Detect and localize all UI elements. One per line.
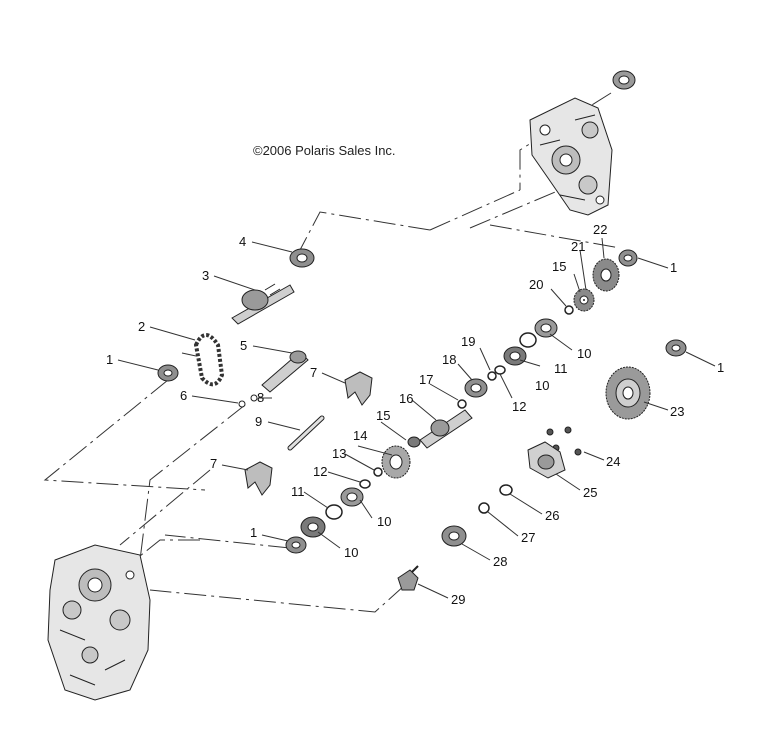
callout-22: 22 — [593, 222, 607, 237]
part-4-bearing — [289, 248, 315, 268]
callout-28: 28 — [493, 554, 507, 569]
callout-15: 15 — [376, 408, 390, 423]
callout-29: 29 — [451, 592, 465, 607]
part-12-ring-b — [359, 479, 371, 489]
callout-5: 5 — [240, 338, 247, 353]
part-1-bearing-right-upper — [618, 249, 638, 267]
part-26-ring — [499, 484, 513, 496]
callout-12: 12 — [313, 464, 327, 479]
part-8-ring — [250, 394, 258, 402]
part-25-bracket-plate — [527, 441, 566, 479]
part-3-input-shaft — [231, 283, 295, 325]
callout-10: 10 — [577, 346, 591, 361]
part-10-bearing-b — [503, 346, 527, 366]
callout-7: 7 — [310, 365, 317, 380]
callout-18: 18 — [442, 352, 456, 367]
callout-4: 4 — [239, 234, 246, 249]
top-bearing — [612, 70, 636, 90]
part-2-drive-chain — [193, 333, 225, 387]
callout-19: 19 — [461, 334, 475, 349]
part-28-bearing — [441, 525, 467, 547]
lower-gearcase-housing — [47, 544, 151, 701]
part-29-speed-sensor — [397, 565, 419, 591]
callout-leader-lines — [117, 237, 716, 599]
callout-1: 1 — [717, 360, 724, 375]
callout-8: 8 — [257, 390, 264, 405]
part-21-gear — [583, 299, 585, 301]
part-7-shift-fork-upper — [344, 371, 373, 406]
callout-13: 13 — [332, 446, 346, 461]
callout-11: 11 — [291, 484, 305, 499]
part-20-ring — [564, 305, 574, 315]
part-7-shift-fork-lower — [244, 461, 273, 496]
callout-10: 10 — [535, 378, 549, 393]
callout-1: 1 — [106, 352, 113, 367]
part-23-ring-gear — [605, 366, 651, 420]
callout-9: 9 — [255, 414, 262, 429]
callout-6: 6 — [180, 388, 187, 403]
callout-15: 15 — [552, 259, 566, 274]
part-11-snap-ring-b — [325, 504, 343, 520]
part-18-bearing — [464, 378, 488, 398]
assembly-guide-lines — [43, 92, 621, 613]
part-1-bearing-right — [665, 339, 687, 357]
callout-14: 14 — [353, 428, 367, 443]
callout-16: 16 — [399, 391, 413, 406]
callout-10: 10 — [344, 545, 358, 560]
part-14-gear — [381, 445, 411, 479]
callout-10: 10 — [377, 514, 391, 529]
part-15-gear-a — [407, 436, 421, 448]
callout-25: 25 — [583, 485, 597, 500]
part-13-ring — [373, 467, 383, 477]
callout-12: 12 — [512, 399, 526, 414]
callout-1: 1 — [250, 525, 257, 540]
part-17-ring — [457, 399, 467, 409]
part-10-bearing-c — [340, 487, 364, 507]
callout-labels: 1 1 1 1 2 3 4 5 6 7 7 8 9 10 10 10 10 11… — [106, 222, 724, 607]
copyright-notice: ©2006 Polaris Sales Inc. — [253, 143, 396, 158]
callout-26: 26 — [545, 508, 559, 523]
part-27-ring — [478, 502, 490, 514]
part-11-snap-ring-a — [519, 332, 537, 348]
part-1-bearing-left — [157, 364, 179, 382]
part-19-ring — [487, 371, 497, 381]
callout-3: 3 — [202, 268, 209, 283]
callout-7: 7 — [210, 456, 217, 471]
part-16-output-shaft — [419, 409, 473, 449]
callout-24: 24 — [606, 454, 620, 469]
part-1-bearing-lower — [285, 536, 307, 554]
callout-1: 1 — [670, 260, 677, 275]
part-12-ring-a — [494, 365, 506, 375]
callout-21: 21 — [571, 239, 585, 254]
callout-27: 27 — [521, 530, 535, 545]
part-6-ring — [238, 400, 246, 408]
callout-2: 2 — [138, 319, 145, 334]
callout-20: 20 — [529, 277, 543, 292]
upper-gearcase-housing — [529, 97, 613, 216]
part-10-bearing-d — [300, 516, 326, 538]
part-22-gear — [592, 258, 620, 292]
part-10-bearing-a — [534, 318, 558, 338]
callout-11: 11 — [554, 361, 568, 376]
callout-17: 17 — [419, 372, 433, 387]
part-24-bolts — [546, 426, 582, 456]
part-5-shift-shaft — [261, 350, 309, 393]
callout-23: 23 — [670, 404, 684, 419]
